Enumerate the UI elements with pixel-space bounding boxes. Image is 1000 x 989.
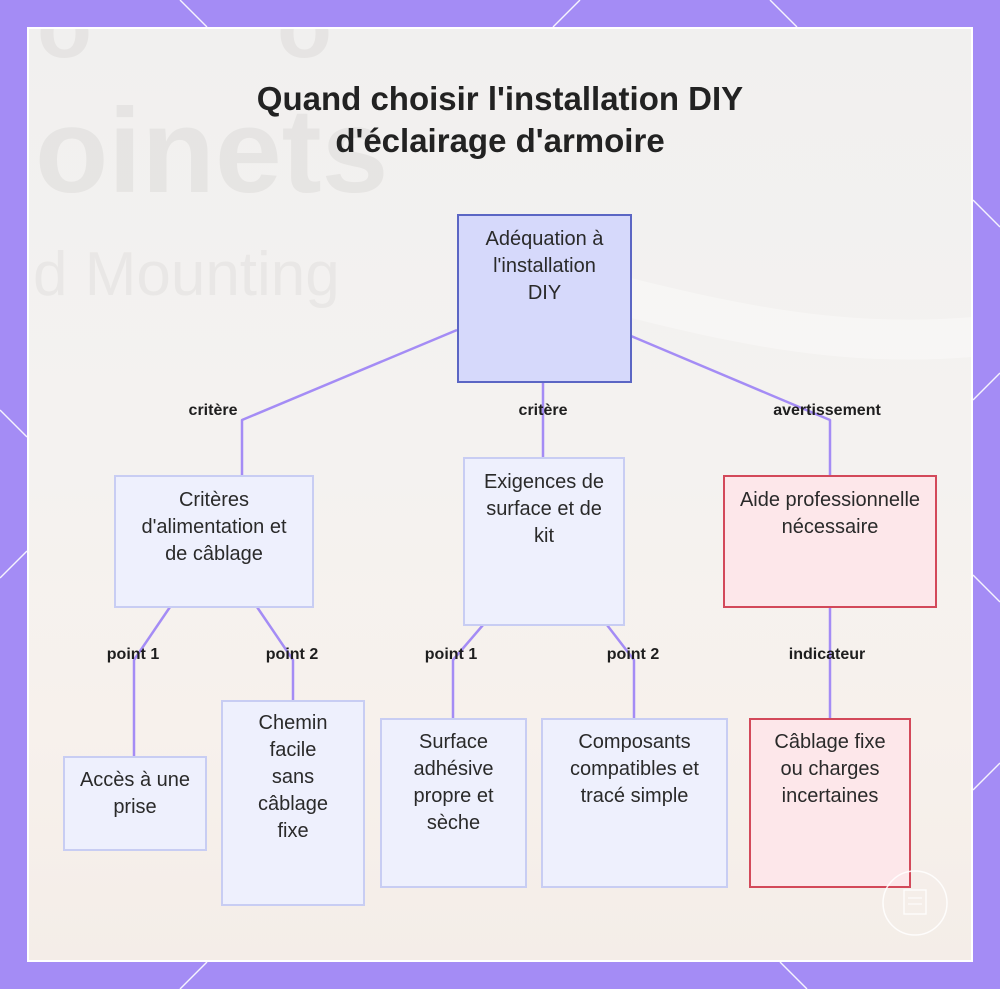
node-power-wiring-criteria: Critères d'alimentation et de câblage — [114, 475, 314, 608]
edge-root-pro — [630, 334, 832, 475]
title-line-2: d'éclairage d'armoire — [335, 122, 665, 159]
svg-text:o: o — [37, 27, 92, 77]
svg-text:oinets: oinets — [35, 84, 388, 218]
svg-text:d Mounting: d Mounting — [33, 240, 340, 309]
edge-label-power-path: point 2 — [265, 646, 319, 663]
diagram-title: Quand choisir l'installation DIY d'éclai… — [150, 78, 850, 162]
edge-label-root-surface: critère — [518, 402, 568, 419]
svg-text:o: o — [277, 27, 332, 77]
edge-power-outlet — [132, 606, 172, 756]
edge-label-pro-wiring: indicateur — [788, 646, 866, 663]
node-professional-help-needed: Aide professionnelle nécessaire — [723, 475, 937, 608]
corner-logo-icon — [882, 870, 948, 936]
node-fixed-wiring-uncertain-loads: Câblage fixe ou charges incertaines — [749, 718, 911, 888]
edge-power-path — [255, 606, 295, 700]
edge-surface-adhesive — [451, 624, 484, 718]
node-outlet-access: Accès à une prise — [63, 756, 207, 851]
edge-label-surface-adhesive: point 1 — [424, 646, 478, 663]
node-root-diy-suitability: Adéquation à l'installation DIY — [457, 214, 632, 383]
node-compatible-components: Composants compatibles et tracé simple — [541, 718, 728, 888]
edge-label-root-power: critère — [188, 402, 238, 419]
edge-root-power — [240, 328, 458, 475]
edge-label-power-outlet: point 1 — [106, 646, 160, 663]
edge-label-surface-components: point 2 — [606, 646, 660, 663]
node-surface-kit-requirements: Exigences de surface et de kit — [463, 457, 625, 626]
edge-label-root-pro: avertissement — [773, 402, 881, 419]
node-easy-path-no-fixed-wiring: Chemin facile sans câblage fixe — [221, 700, 365, 906]
node-clean-dry-surface: Surface adhésive propre et sèche — [380, 718, 527, 888]
edge-surface-components — [606, 624, 636, 718]
title-line-1: Quand choisir l'installation DIY — [256, 80, 744, 117]
background-watermark: o o oinets d Mounting — [33, 27, 973, 360]
